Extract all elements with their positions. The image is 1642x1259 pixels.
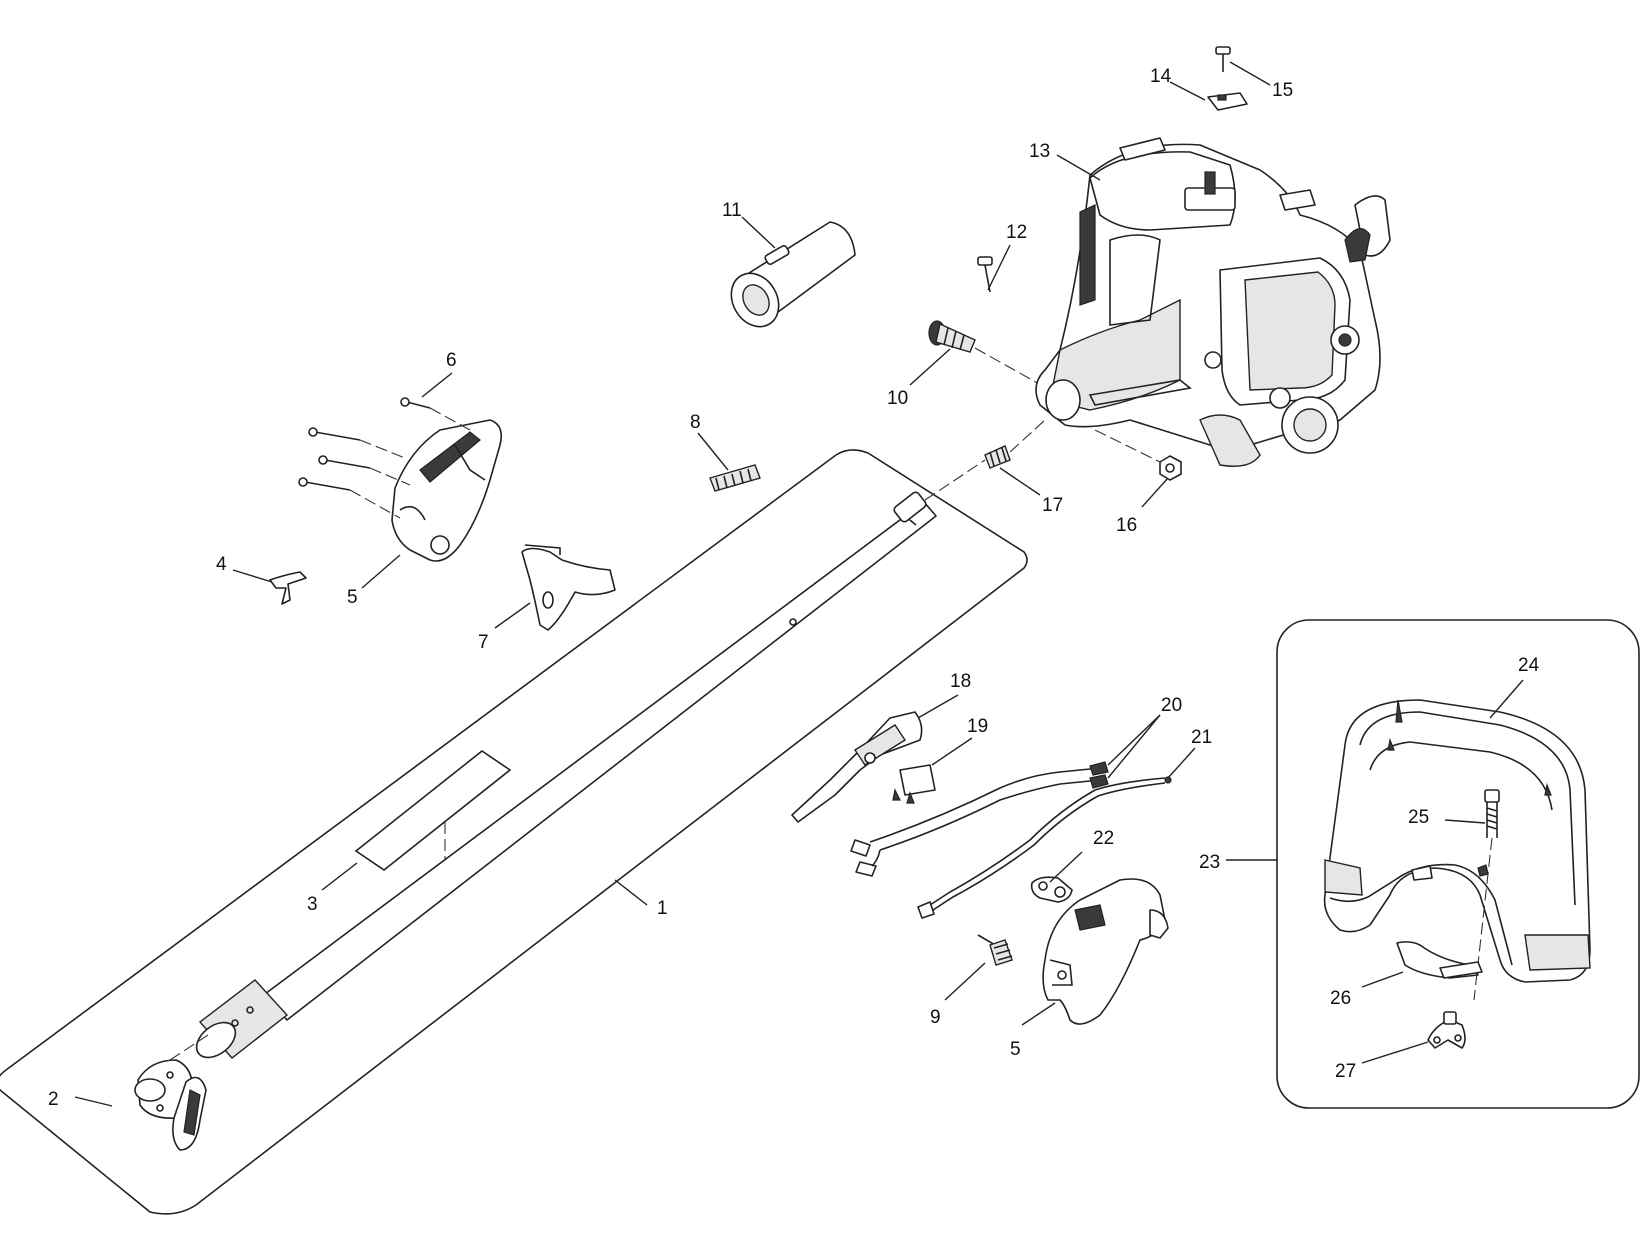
leader-lines: [74, 61, 1524, 1107]
callout-16: 16: [1116, 515, 1137, 536]
inset-panel-handle-kit: [1276, 619, 1640, 1109]
callout-22: 22: [1093, 828, 1114, 849]
part-26-lower-clamp: [1396, 941, 1483, 979]
part-11-sleeve: [730, 221, 856, 328]
part-25-bolt: [1484, 789, 1500, 838]
callout-3: 3: [307, 894, 318, 915]
part-3-decal: [354, 750, 512, 871]
callout-8: 8: [690, 412, 701, 433]
callout-5-left: 5: [347, 587, 358, 608]
callout-14: 14: [1150, 66, 1172, 87]
callout-26: 26: [1330, 988, 1351, 1009]
callout-15: 15: [1272, 80, 1293, 101]
callout-19: 19: [967, 716, 988, 737]
part-17-spring: [984, 445, 1011, 469]
part-24-loop-handle: [1323, 699, 1591, 983]
part-18-switch-handle: [791, 711, 923, 823]
callout-9: 9: [930, 1007, 941, 1028]
part-16-nut: [1159, 455, 1182, 481]
part-4-clip: [269, 571, 307, 605]
callout-4: 4: [216, 554, 227, 575]
part-20-wires: [850, 761, 1109, 877]
callout-labels: 1 2 3 4 5 5 6 7 8 9 10 11 12 13 14 15 16…: [48, 66, 1540, 1110]
part-6-screws: [298, 397, 471, 519]
callout-7: 7: [478, 632, 489, 653]
part-22-grommet: [1030, 876, 1073, 903]
part-27-wing-knob: [1427, 1011, 1466, 1049]
callout-11: 11: [722, 200, 742, 221]
callout-6: 6: [446, 350, 457, 371]
part-7-throttle-trigger: [521, 544, 616, 631]
callout-12: 12: [1006, 222, 1027, 243]
callout-25: 25: [1408, 807, 1429, 828]
part-13-engine: [1035, 137, 1391, 467]
callout-18: 18: [950, 671, 971, 692]
part-10-bolt: [928, 320, 976, 353]
part-8-spring: [709, 464, 761, 492]
part-14-bracket: [1207, 92, 1248, 111]
part-21-throttle-cable: [917, 776, 1172, 919]
part-19-connector: [892, 764, 936, 804]
callout-24: 24: [1518, 655, 1540, 676]
callout-27: 27: [1335, 1061, 1356, 1082]
part-2-clamp: [134, 1059, 207, 1151]
callout-2: 2: [48, 1089, 59, 1110]
part-5-handle-half-right: [1042, 878, 1169, 1025]
callout-20: 20: [1161, 695, 1182, 716]
callout-5-right: 5: [1010, 1039, 1021, 1060]
callout-21: 21: [1191, 727, 1212, 748]
part-1-shaft-kit: [0, 449, 1028, 1215]
callout-13: 13: [1029, 141, 1050, 162]
callout-10: 10: [887, 388, 908, 409]
callout-17: 17: [1042, 495, 1063, 516]
callout-23: 23: [1199, 852, 1220, 873]
callout-1: 1: [657, 898, 668, 919]
part-15-screw: [1215, 46, 1231, 72]
part-5-handle-half-left: [391, 419, 503, 562]
part-9-torsion-spring: [977, 934, 1013, 966]
